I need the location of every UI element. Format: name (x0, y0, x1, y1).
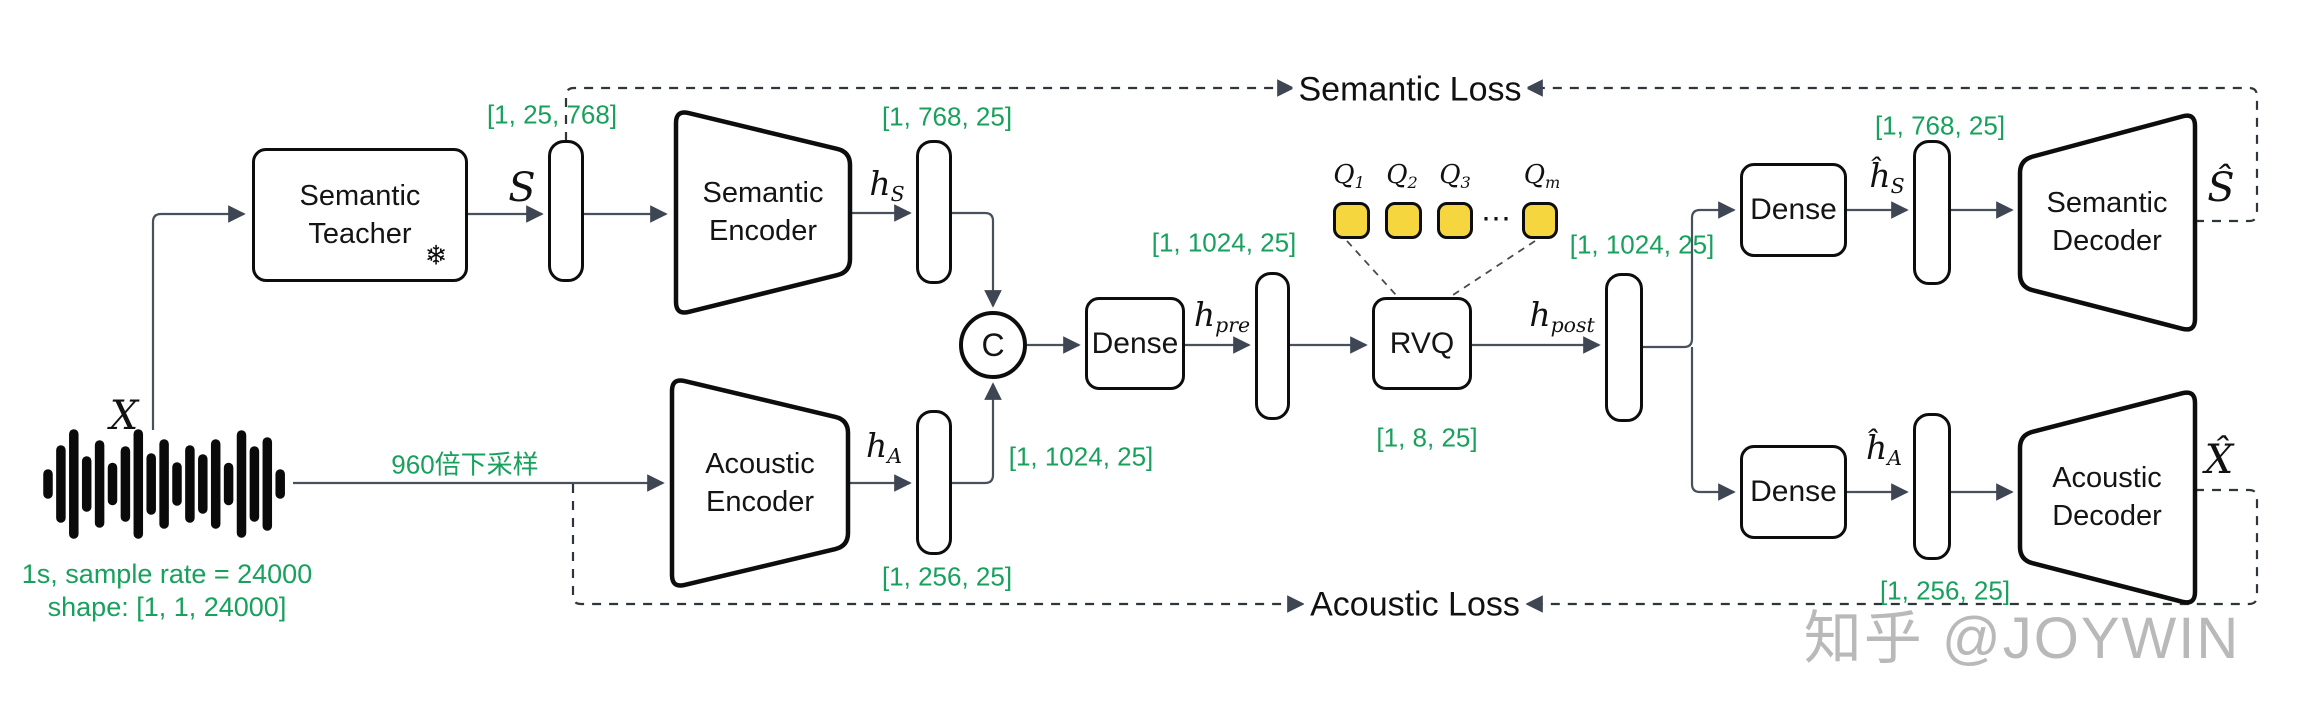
dashed-acoustic-loss-left (571, 484, 1305, 613)
semantic-teacher-block: Semantic Teacher (252, 148, 468, 282)
tensor-hahat: [1, 256, 25] (1879, 575, 2011, 606)
shat-symbol: Ŝ (2207, 165, 2235, 211)
rvq-label: RVQ (1389, 326, 1455, 360)
hpre-symbol: hpre (1193, 294, 1251, 338)
concat-node: C (959, 311, 1027, 379)
tensor-hs: [1, 768, 25] (881, 101, 1013, 132)
quantizer-box-3 (1437, 202, 1473, 239)
hpre-feature-bar (1255, 272, 1290, 420)
q3-label: Q3 (1439, 160, 1471, 192)
dashed-semantic-loss-right (1525, 79, 2259, 223)
hshat-feature-bar (1913, 140, 1951, 285)
hs-symbol: hS (869, 163, 905, 207)
concat-label: C (981, 326, 1005, 363)
dashed-semantic-loss-left (564, 79, 1295, 141)
tensor-codes: [1, 8, 25] (1376, 422, 1478, 453)
qm-label: Qm (1523, 160, 1561, 192)
hahat-symbol: ĥA (1865, 427, 1903, 471)
dense-semantic-block: Dense (1740, 163, 1847, 257)
semantic-teacher-label: Semantic Teacher (299, 180, 421, 250)
s-symbol: S (508, 165, 536, 211)
quantizer-box-2 (1385, 202, 1422, 239)
semantic-encoder-shape (673, 110, 853, 315)
semantic-decoder-shape (2017, 113, 2198, 332)
hahat-feature-bar (1913, 413, 1951, 560)
acoustic-loss-label: Acoustic Loss (1304, 585, 1526, 625)
dense-acoustic-block: Dense (1740, 445, 1847, 539)
dashed-qm-to-rvq (1452, 240, 1536, 296)
semantic-loss-label: Semantic Loss (1292, 70, 1528, 110)
dense-acoustic-label: Dense (1750, 475, 1837, 508)
tensor-ha: [1, 256, 25] (881, 561, 1013, 592)
waveform-icon (43, 429, 285, 539)
dashed-q1-to-rvq (1346, 240, 1397, 296)
edge-ha-to-concat (952, 382, 1002, 485)
dense-pre-label: Dense (1091, 326, 1179, 360)
watermark: 知乎 @JOYWIN (1803, 606, 2241, 671)
downsample-label: 960倍下采样 (391, 449, 539, 480)
q1-label: Q1 (1333, 160, 1365, 192)
ha-symbol: hA (865, 425, 903, 469)
q2-label: Q2 (1386, 160, 1418, 192)
acoustic-encoder-shape (669, 378, 851, 588)
dense-semantic-label: Dense (1750, 193, 1837, 226)
edge-hs-to-concat (952, 211, 1002, 308)
acoustic-decoder-shape (2017, 390, 2198, 605)
ha-feature-bar (916, 410, 952, 555)
tensor-concat-out: [1, 1024, 25] (1008, 441, 1154, 472)
xhat-symbol: X̂ (2204, 437, 2234, 483)
frozen-snowflake-icon: ❄ (424, 240, 448, 271)
tensor-pre-rvq: [1, 1024, 25] (1151, 227, 1297, 258)
edge-input-to-teacher (151, 205, 246, 430)
s-feature-bar (548, 140, 584, 282)
edge-hpost-branch-top (1643, 201, 1736, 349)
dense-pre-block: Dense (1085, 297, 1185, 390)
tensor-hshat: [1, 768, 25] (1874, 110, 2006, 141)
tensor-teacher-out: [1, 25, 768] (486, 99, 618, 130)
hs-feature-bar (916, 140, 952, 284)
hpost-feature-bar (1605, 273, 1643, 422)
tensor-post-rvq: [1, 1024, 25] (1569, 229, 1715, 260)
input-caption: 1s, sample rate = 24000 shape: [1, 1, 24… (21, 559, 313, 622)
hpost-symbol: hpost (1529, 294, 1595, 338)
hshat-symbol: ĥS (1869, 155, 1905, 199)
dashed-acoustic-loss-right (1525, 488, 2259, 613)
quantizer-ellipsis: ⋯ (1481, 202, 1513, 236)
rvq-block: RVQ (1372, 297, 1472, 390)
edge-hpost-branch-bottom (1690, 347, 1736, 501)
quantizer-box-m (1522, 202, 1558, 239)
input-symbol-x: X (109, 393, 139, 439)
quantizer-box-1 (1333, 202, 1370, 239)
